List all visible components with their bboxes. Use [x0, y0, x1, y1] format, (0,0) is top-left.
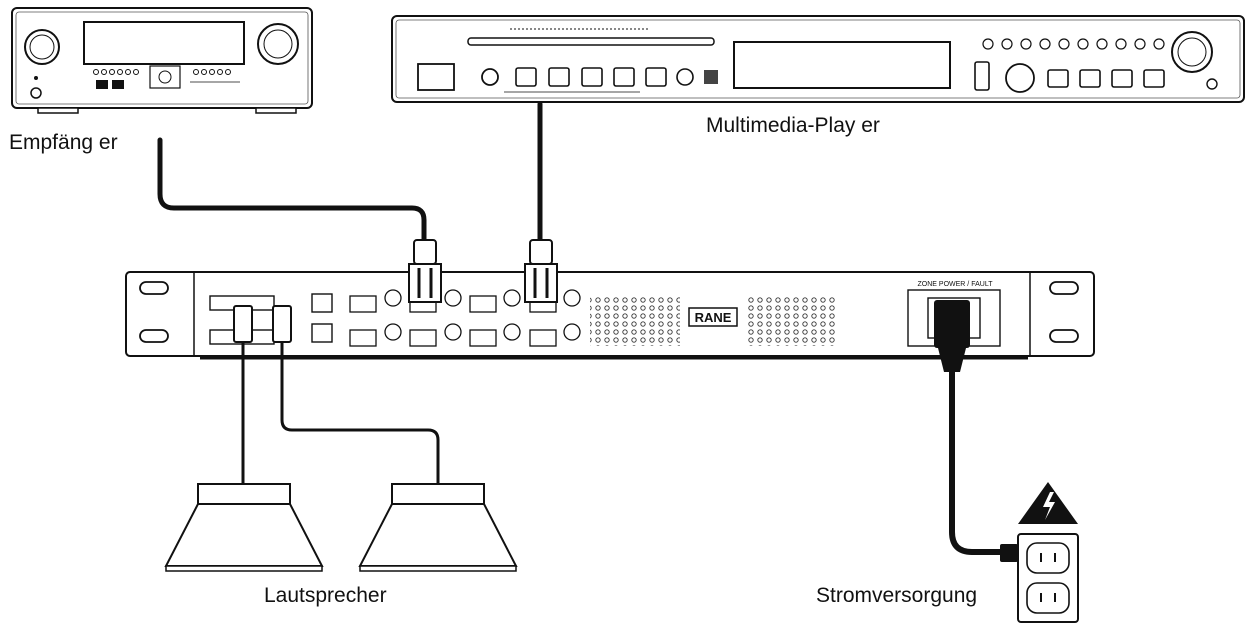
speaker-right: [358, 483, 518, 572]
rca-plug-icon: [524, 239, 558, 303]
label-power-supply: Stromversorgung: [816, 584, 978, 607]
label-multimedia-player: Multimedia-Play er: [706, 114, 880, 137]
cables: [157, 101, 1021, 555]
multimedia-player-device: [391, 15, 1245, 103]
label-speakers: Lautsprecher: [264, 584, 387, 607]
receiver-device: [11, 7, 313, 114]
speaker-plug-icon: [233, 305, 292, 343]
speaker-left: [164, 483, 324, 572]
zone-power-label: ZONE POWER / FAULT: [918, 281, 994, 288]
power-outlet-icon: [1017, 533, 1079, 623]
power-plug-icon: [934, 300, 1018, 562]
warning-triangle-icon: [1018, 482, 1078, 524]
rca-plug-icon: [408, 239, 442, 303]
label-receiver: Empfäng er: [9, 131, 118, 154]
zone-amplifier-device: RANE ZONE POWER / FAULT: [125, 271, 1095, 360]
brand-logo: RANE: [695, 310, 732, 325]
